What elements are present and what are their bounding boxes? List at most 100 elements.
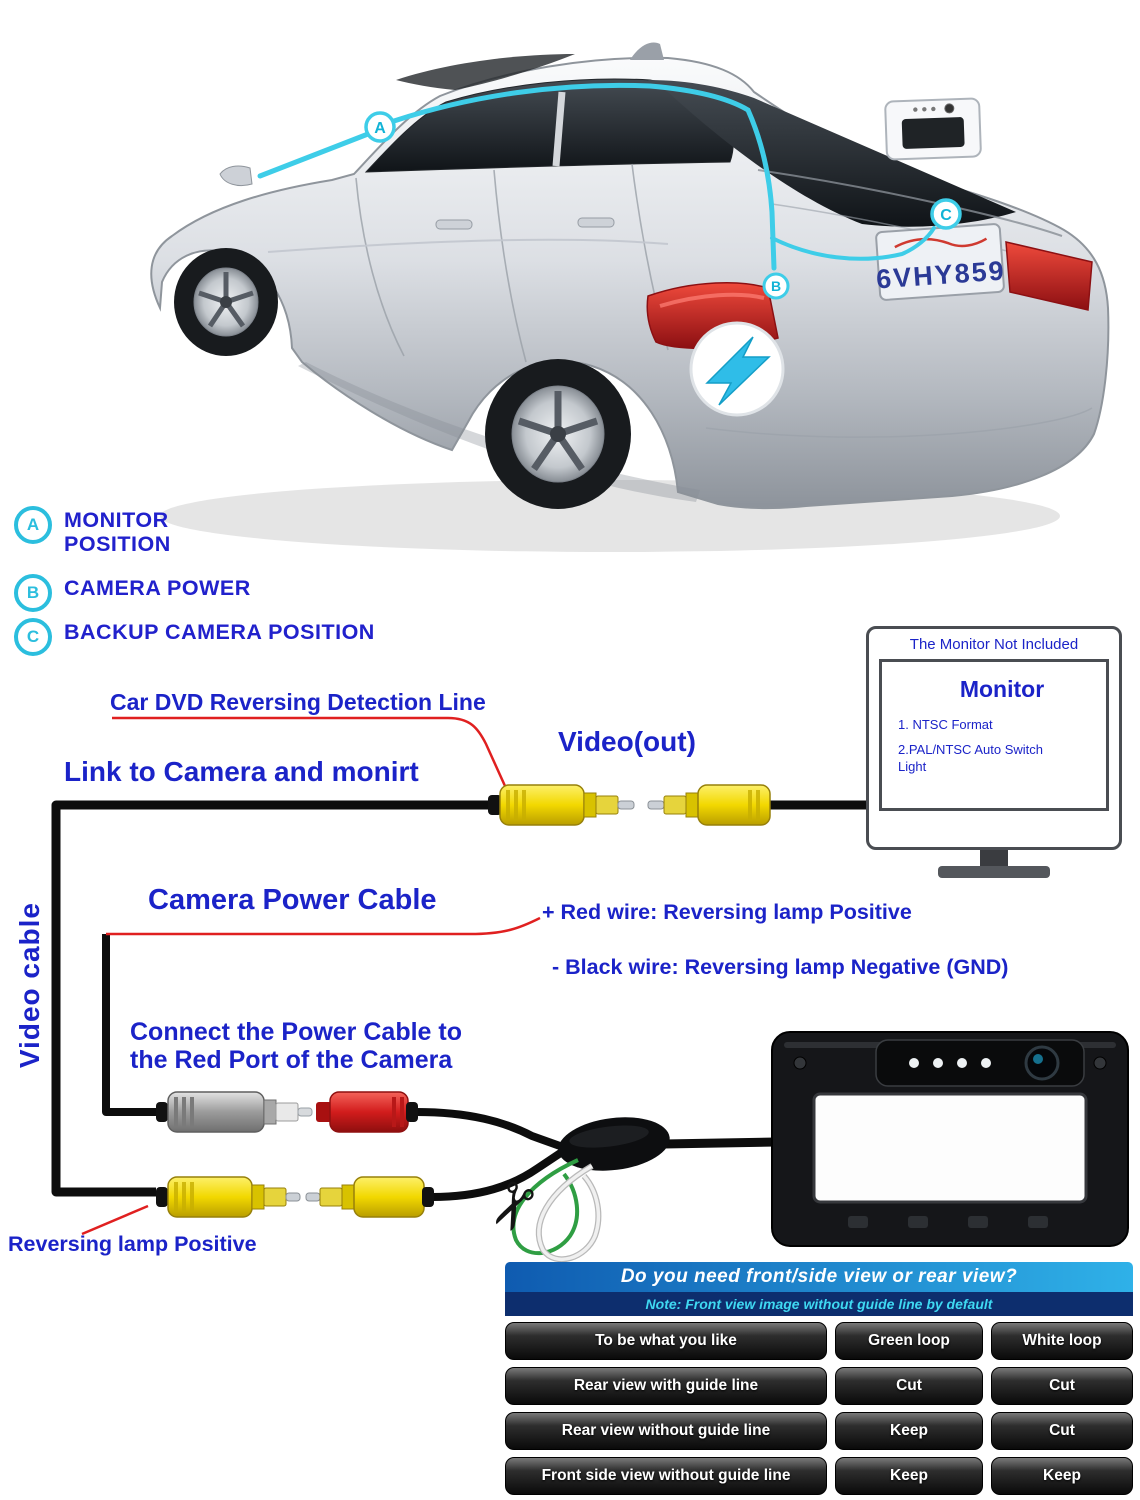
legend-label-c: BACKUP CAMERA POSITION: [64, 620, 375, 644]
legend-item-backup-camera: C BACKUP CAMERA POSITION: [14, 618, 375, 656]
table-row-label: Rear view without guide line: [505, 1412, 827, 1450]
marker-b: B: [762, 272, 790, 300]
cable-route-roof: [391, 82, 777, 271]
table-row-label: Front side view without guide line: [505, 1457, 827, 1495]
green-loop-wire: [511, 1158, 580, 1256]
power-connector-gray: [156, 1091, 313, 1133]
car-illustration: 6VHY859 A B C: [150, 42, 1110, 552]
table-row-label: To be what you like: [505, 1322, 827, 1360]
legend-item-camera-power: B CAMERA POWER: [14, 574, 251, 612]
video-cable-label: Video cable: [14, 902, 45, 1069]
connect-label: Connect the Power Cable to the Red Port …: [130, 1018, 462, 1074]
cable-joint-oval: [558, 1117, 670, 1171]
frame-opening: [812, 1092, 1088, 1204]
legend-item-monitor-position: A MONITOR POSITION: [14, 506, 171, 556]
table-cell-white: Cut: [991, 1367, 1133, 1405]
power-cable-drop-line: [102, 934, 156, 1116]
monitor-stand-base: [938, 866, 1050, 878]
table-cell-green: Keep: [835, 1412, 983, 1450]
table-cell-white: Keep: [991, 1457, 1133, 1495]
legend-label-a-line1: MONITOR: [64, 508, 169, 532]
monitor-spec-1: 1. NTSC Format: [898, 717, 993, 732]
table-cell-green: Keep: [835, 1457, 983, 1495]
power-connector-red: [316, 1091, 418, 1133]
monitor-stand-neck: [980, 850, 1008, 866]
table-cell-green: Cut: [835, 1367, 983, 1405]
dvd-line-label: Car DVD Reversing Detection Line: [110, 689, 486, 715]
camera-cable-line: [663, 1137, 777, 1149]
car-license-plate: 6VHY859: [875, 223, 1007, 301]
cable-route: [257, 82, 936, 271]
car-bumper-crease: [705, 407, 1093, 438]
monitor-spec-2: 2.PAL/NTSC Auto Switch Light: [898, 742, 1043, 774]
legend-circle-a: A: [14, 506, 52, 544]
car-door-handle-front: [435, 219, 473, 230]
cable-route-front: [257, 131, 371, 179]
plate-frame-icon: [884, 97, 982, 161]
choice-table-note: Note: Front view image without guide lin…: [505, 1292, 1133, 1316]
cable-route-trunk: [770, 226, 936, 261]
monitor-not-included-text: The Monitor Not Included: [909, 636, 1079, 653]
car-lower-shading: [298, 362, 700, 502]
monitor-title: Monitor: [959, 676, 1045, 702]
legend-circle-b: B: [14, 574, 52, 612]
dvd-line-pointer: [112, 716, 507, 787]
choice-table-rows: To be what you like Green loop White loo…: [505, 1322, 1133, 1495]
monitor-screen: Monitor 1. NTSC Format 2.PAL/NTSC Auto S…: [879, 659, 1109, 811]
camera-lens-glint: [1033, 1054, 1043, 1064]
car-b-pillar: [552, 91, 566, 167]
marker-a: A: [364, 111, 396, 143]
table-cell-white: White loop: [991, 1322, 1133, 1360]
rca-video-male-right: [647, 784, 771, 826]
lightning-icon: [705, 336, 771, 406]
legend-circle-c: C: [14, 618, 52, 656]
reversing-label: Reversing lamp Positive: [8, 1232, 257, 1256]
license-plate-frame-camera: [771, 1031, 1129, 1247]
camera-led-3: [957, 1058, 967, 1068]
plate-frame-lens: [944, 103, 955, 114]
power-cable-label: Camera Power Cable: [148, 884, 437, 916]
reversing-pointer: [81, 1204, 149, 1236]
white-loop-wire: [537, 1164, 601, 1262]
red-connector-cable: [415, 1108, 562, 1150]
choice-table-header: Do you need front/side view or rear view…: [505, 1262, 1133, 1292]
legend-label-b: CAMERA POWER: [64, 576, 251, 600]
table-cell-white: Cut: [991, 1412, 1133, 1450]
car-antenna-fin: [630, 42, 664, 60]
plate-state-script: [894, 237, 988, 249]
camera-led-1: [909, 1058, 919, 1068]
front-wheel: [174, 248, 278, 356]
connect-label-line2: the Red Port of the Camera: [130, 1046, 453, 1074]
svg-text:C: C: [940, 207, 952, 224]
black-wire-label: - Black wire: Reversing lamp Negative (G…: [552, 955, 1009, 979]
legend-label-a-line2: POSITION: [64, 531, 171, 556]
view-choice-table: Do you need front/side view or rear view…: [505, 1262, 1133, 1495]
car-sunroof: [396, 54, 575, 90]
car-character-line: [267, 238, 669, 253]
frame-screw-right: [1093, 1056, 1107, 1070]
car-mirror: [219, 165, 253, 187]
rca-bottom-left: [156, 1176, 301, 1218]
power-cable-pointer: [106, 916, 541, 936]
red-wire-label: + Red wire: Reversing lamp Positive: [542, 900, 912, 924]
rca-bottom-right: [305, 1176, 434, 1218]
legend-label-a: MONITOR POSITION: [64, 506, 171, 556]
monitor-panel: The Monitor Not Included Monitor 1. NTSC…: [866, 626, 1122, 850]
car-rear-glass: [648, 80, 1016, 227]
camera-led-2: [933, 1058, 943, 1068]
frame-screw-left: [793, 1056, 807, 1070]
car-door-handle-rear: [577, 217, 615, 228]
link-label: Link to Camera and monirt: [64, 756, 419, 787]
camera-led-4: [981, 1058, 991, 1068]
camera-lens: [1024, 1045, 1060, 1081]
svg-text:A: A: [374, 120, 386, 137]
power-point-badge: [689, 321, 785, 417]
video-cable-line: [51, 800, 500, 1197]
taillight-left-highlight: [659, 292, 765, 308]
rca-video-male-left: [488, 784, 635, 826]
taillight-right: [1005, 241, 1093, 311]
rear-wheel: [485, 359, 631, 509]
table-cell-green: Green loop: [835, 1322, 983, 1360]
